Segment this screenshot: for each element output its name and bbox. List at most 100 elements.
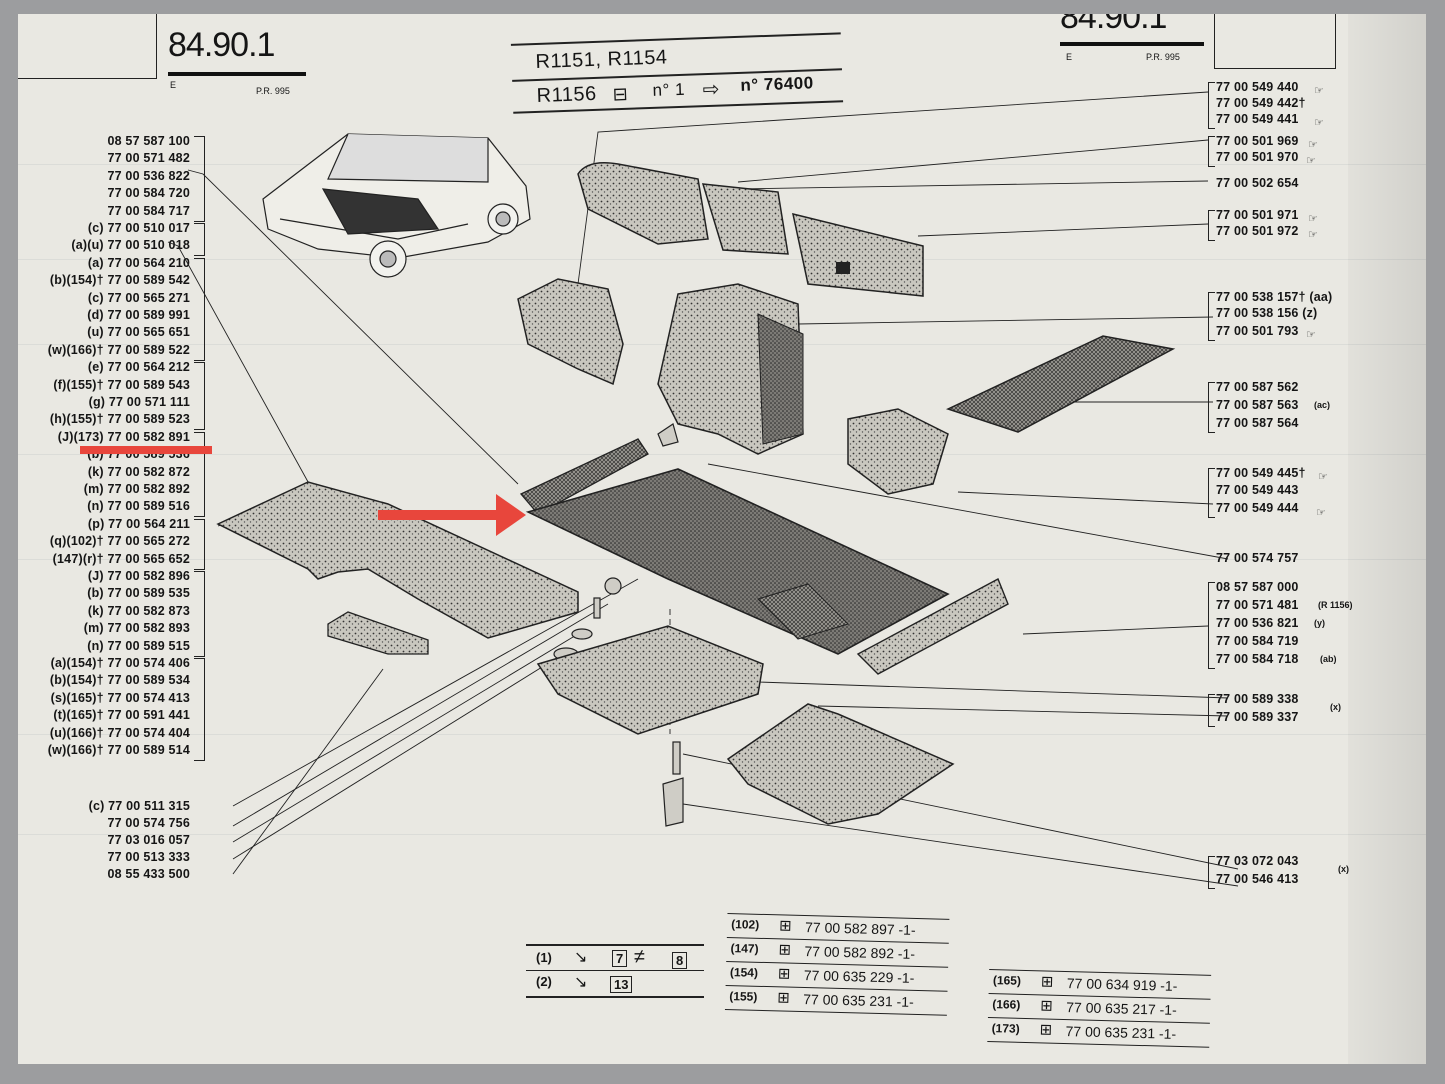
plus-box-icon: ⊞: [777, 989, 791, 1007]
hand-pointer-icon: ☞: [1318, 471, 1328, 483]
left-part-entry: (p) 77 00 564 211: [87, 516, 190, 531]
table-ref: (102): [731, 917, 760, 932]
left-part-entry: 77 00 513 333: [107, 850, 190, 864]
right-part-entry: 77 00 587 562: [1216, 380, 1299, 394]
right-part-entry: 77 00 501 793: [1216, 324, 1299, 338]
left-group-bracket: [194, 136, 205, 222]
left-part-entry: (J)(173) 77 00 582 891: [57, 429, 190, 444]
left-group-bracket: [194, 257, 205, 361]
hand-pointer-icon: ☞: [1308, 229, 1318, 241]
left-part-entry: 77 00 584 717: [107, 203, 190, 218]
left-part-entry: (c) 77 00 511 315: [88, 799, 190, 813]
hand-pointer-icon: ☞: [1308, 213, 1318, 225]
e-label-right: E: [1066, 52, 1073, 62]
table-rule: [724, 1008, 947, 1017]
right-part-entry: 77 00 549 444: [1216, 501, 1299, 515]
not-equal-icon: ≠: [634, 946, 645, 968]
plus-box-icon: ⊞: [1040, 973, 1054, 991]
right-group-bracket: [1208, 210, 1215, 241]
right-part-entry: 77 00 571 481: [1216, 598, 1299, 612]
left-part-entry: 77 00 574 756: [107, 816, 190, 830]
right-variant-code: (R 1156): [1318, 600, 1353, 610]
table-ref: (165): [992, 973, 1022, 988]
exploded-diagram: [167, 91, 1239, 887]
page-number-left: 84.90.1: [168, 26, 275, 64]
left-part-entry: (f)(155)† 77 00 589 543: [53, 377, 190, 392]
pr-label-left: P.R. 995: [256, 86, 290, 96]
wheel-arch-left: [517, 278, 624, 386]
right-part-entry: 77 00 546 413: [1216, 872, 1299, 886]
right-group-bracket: [1208, 856, 1215, 889]
small-bracket: [327, 611, 429, 655]
page-rule-left: [168, 72, 306, 76]
right-part-entry: 77 00 584 719: [1216, 634, 1299, 648]
plus-box-icon: ⊞: [1039, 1021, 1053, 1039]
left-part-entry: (k) 77 00 582 872: [87, 464, 190, 479]
right-part-entry: 77 00 549 442†: [1216, 96, 1306, 110]
table-ref: (173): [991, 1021, 1020, 1036]
trim-panel-3: [792, 212, 924, 297]
right-part-entry: 77 00 501 970: [1216, 150, 1299, 164]
front-footwell-mat: [536, 625, 764, 735]
tunnel-insulation: [847, 408, 949, 495]
legend-row-2-from: 13: [610, 976, 633, 993]
plus-box-icon: ⊞: [778, 917, 792, 935]
left-part-entry: 08 57 587 100: [107, 134, 190, 148]
legend-row-1-to: 8: [672, 952, 688, 969]
left-part-entry: (a) 77 00 564 210: [87, 255, 190, 270]
main-floor-mat: [525, 468, 950, 655]
hand-pointer-icon: ☞: [1308, 139, 1318, 151]
right-variant-code: (y): [1314, 618, 1325, 628]
right-part-entry: 77 00 501 971: [1216, 208, 1299, 222]
left-part-entry: (h)(155)† 77 00 589 523: [49, 412, 190, 427]
right-part-entry: 77 00 587 564: [1216, 416, 1299, 430]
table-ref: (166): [992, 997, 1021, 1012]
left-part-entry: (s)(165)† 77 00 574 413: [50, 690, 190, 705]
left-part-entry: (e) 77 00 564 212: [87, 360, 190, 375]
right-part-entry: 77 00 501 969: [1216, 134, 1299, 148]
thumbnail-frame-right: [1214, 14, 1336, 69]
left-part-entry: 77 03 016 057: [107, 833, 190, 847]
table-part-number: 77 00 582 897 -1-: [804, 919, 916, 938]
left-group-bracket: [194, 362, 205, 431]
left-part-entry: 77 00 536 822: [107, 168, 190, 183]
table-part-number: 77 00 582 892 -1-: [804, 943, 916, 962]
table-part-number: 77 00 635 217 -1-: [1066, 999, 1177, 1018]
left-part-entry: (b)(154)† 77 00 589 534: [49, 673, 190, 688]
right-group-bracket: [1208, 582, 1215, 669]
table-ref: (154): [729, 965, 759, 980]
right-part-entry: 77 00 549 441: [1216, 112, 1299, 126]
page-rule-right: [1060, 42, 1204, 46]
right-group-bracket: [1208, 82, 1215, 129]
left-part-entry: (n) 77 00 589 515: [87, 638, 190, 653]
rear-sill-strip: [856, 578, 1009, 675]
left-part-entry: (c) 77 00 565 271: [87, 290, 190, 305]
right-variant-code: (ab): [1320, 654, 1337, 664]
arrow-diagonal-icon-2: ↘: [574, 974, 588, 991]
thumbnail-frame-left: [18, 14, 157, 79]
left-part-entry: (q)(102)† 77 00 565 272: [49, 534, 190, 549]
plus-box-icon: ⊞: [778, 941, 792, 959]
left-part-entry: (n) 77 00 589 516: [87, 499, 190, 514]
clip-fasteners: [553, 423, 679, 661]
right-group-bracket: [1208, 136, 1215, 167]
hand-pointer-icon: ☞: [1316, 507, 1326, 519]
rubber-mat: [945, 335, 1176, 433]
table-ref: (147): [730, 941, 759, 956]
hand-pointer-icon: ☞: [1314, 85, 1324, 97]
left-group-bracket: [194, 658, 205, 761]
right-group-bracket: [1208, 468, 1215, 518]
right-part-entry: 77 00 502 654: [1216, 176, 1299, 190]
trim-panel-2: [701, 183, 789, 255]
left-part-entry: (147)(r)† 77 00 565 652: [52, 551, 190, 566]
table-part-number: 77 00 635 231 -1-: [1065, 1023, 1177, 1042]
legend-row-1-label: (1): [536, 950, 552, 965]
right-part-entry: 77 00 587 563: [1216, 398, 1299, 412]
left-part-entry: (d) 77 00 589 991: [87, 308, 190, 322]
right-group-bracket: [1208, 694, 1215, 727]
right-part-entry: 77 00 589 337: [1216, 710, 1299, 724]
left-part-entry: (u) 77 00 565 651: [87, 325, 190, 340]
right-part-entry: 77 00 538 156 (z): [1216, 306, 1318, 320]
left-part-entry: (w)(166)† 77 00 589 522: [47, 342, 190, 357]
arrow-diagonal-icon: ↘: [574, 949, 588, 966]
